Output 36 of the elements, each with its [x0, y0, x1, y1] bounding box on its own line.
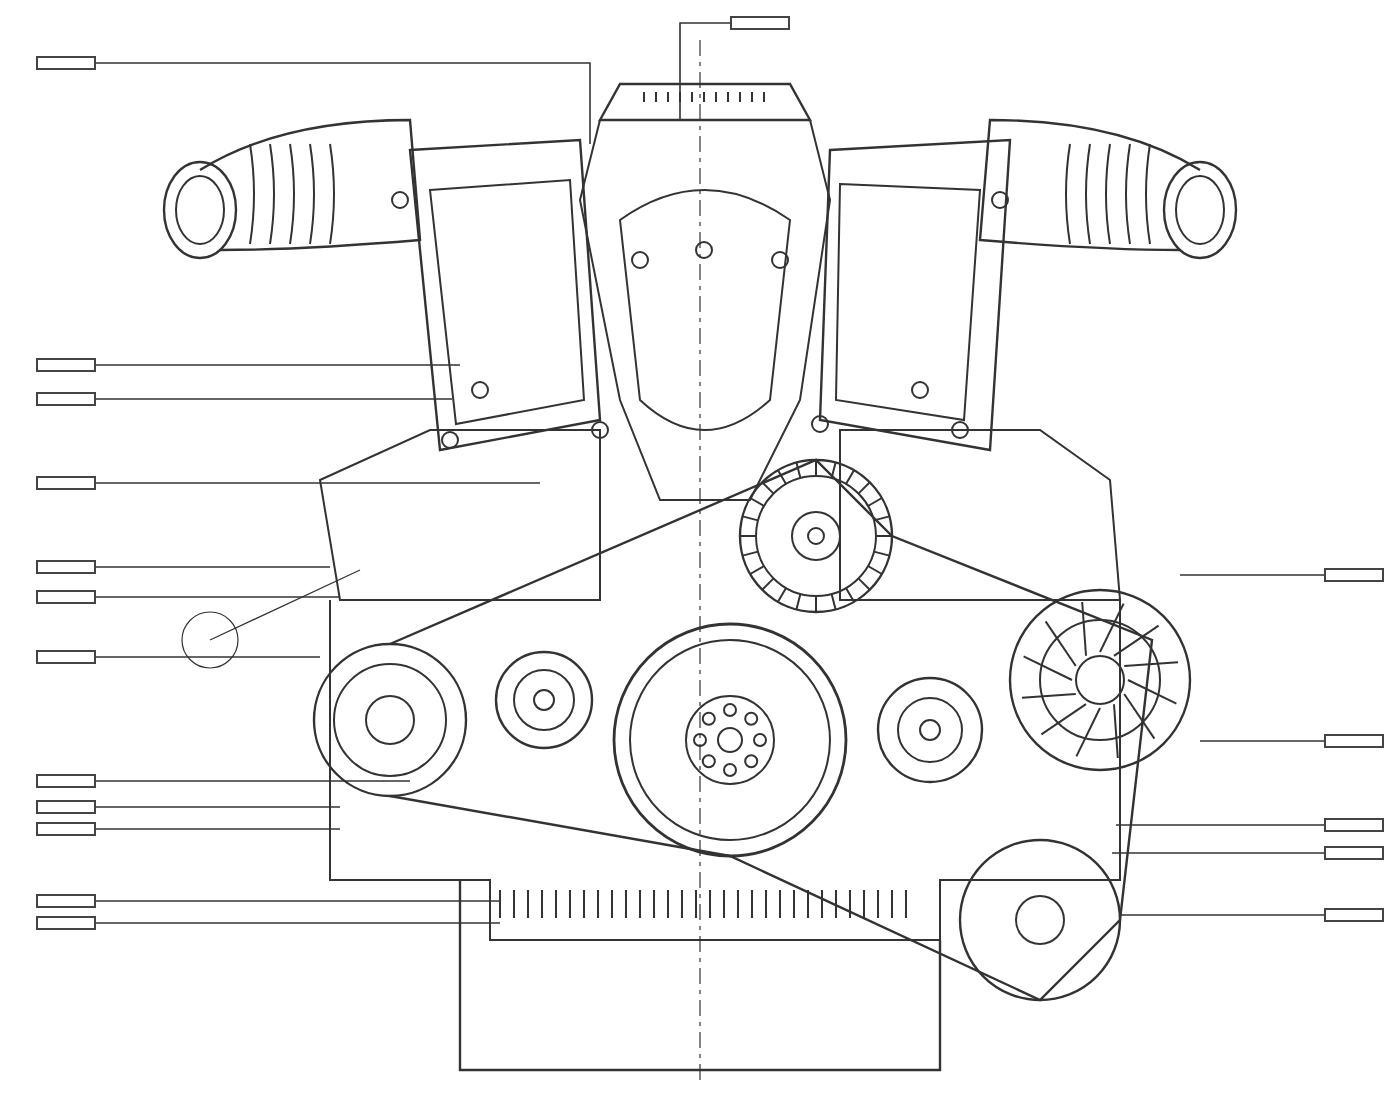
leader-line — [95, 780, 411, 782]
leader-line — [1179, 574, 1325, 576]
leader-line — [1199, 740, 1325, 742]
callout-tag — [36, 650, 96, 664]
leader-line — [95, 482, 541, 484]
callout-tag — [1324, 568, 1384, 582]
callout-tag — [36, 822, 96, 836]
callout-tag — [36, 774, 96, 788]
leader-line — [1119, 914, 1325, 916]
callout-tag — [1324, 818, 1384, 832]
callout-tag — [36, 392, 96, 406]
leader-line — [95, 656, 321, 658]
callout-tag — [1324, 908, 1384, 922]
leader-line — [95, 364, 461, 366]
leader-line — [1111, 852, 1325, 854]
callout-tag — [36, 894, 96, 908]
callout-tag — [1324, 846, 1384, 860]
callout-tag — [730, 16, 790, 30]
leader-line — [95, 398, 453, 400]
leader-line — [95, 62, 591, 145]
callout-tag — [36, 560, 96, 574]
leader-line — [95, 806, 341, 808]
callout-tag — [36, 590, 96, 604]
leader-line — [95, 922, 501, 924]
callout-tag — [36, 916, 96, 930]
callout-tag — [36, 800, 96, 814]
leader-line — [95, 828, 341, 830]
leader-line — [95, 596, 341, 598]
leader-line — [1115, 824, 1325, 826]
callout-tag — [36, 476, 96, 490]
callout-tag — [36, 358, 96, 372]
callout-tag — [36, 56, 96, 70]
leader-line — [95, 900, 501, 902]
callout-tag — [1324, 734, 1384, 748]
leader-line — [95, 566, 331, 568]
leader-line — [679, 22, 731, 121]
